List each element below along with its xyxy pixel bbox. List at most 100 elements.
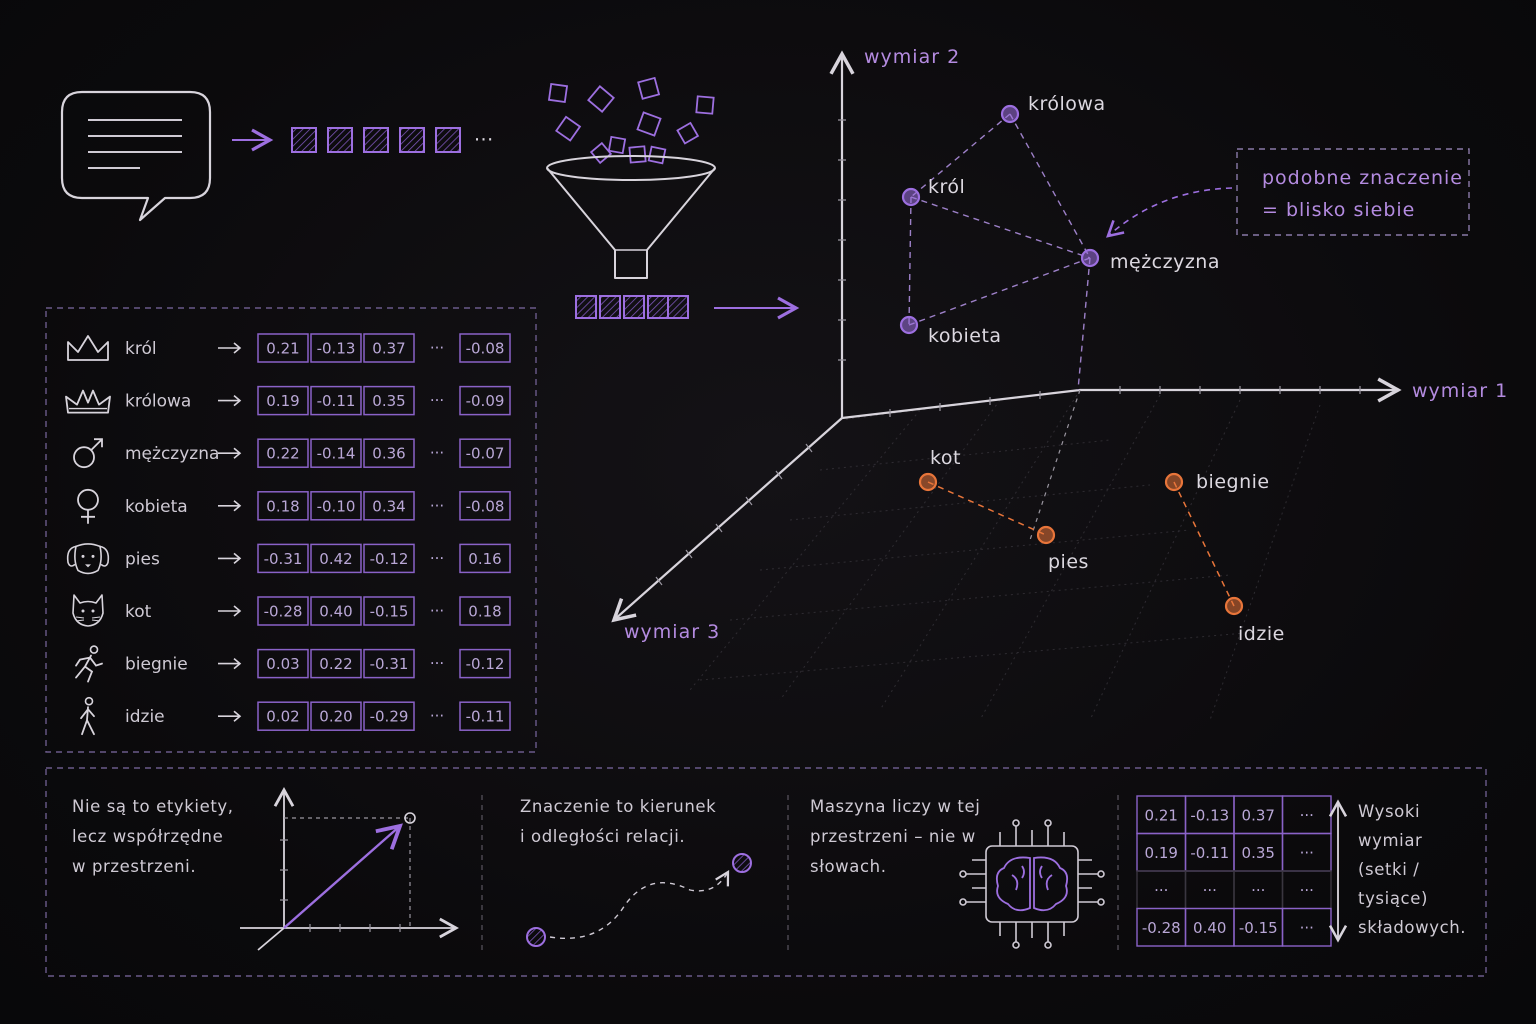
svg-text:tysiące): tysiące) [1358, 889, 1428, 908]
point-label: kobieta [928, 325, 1002, 347]
embedding-word: król [125, 339, 157, 359]
embedding-value: -0.11 [317, 392, 356, 410]
svg-text:(setki /: (setki / [1358, 860, 1419, 879]
relation-lines-orange [927, 481, 1235, 607]
embedding-cell-box [459, 385, 511, 416]
embedding-squares [575, 295, 689, 319]
matrix-value: 0.40 [1193, 919, 1226, 937]
embedding-cell-box [459, 701, 511, 731]
embedding-cell-box [257, 491, 309, 521]
axis-ticks [655, 119, 1361, 586]
embedding-cell-box [257, 543, 309, 574]
embedding-cell-box [257, 701, 309, 731]
embedding-ellipsis: ··· [430, 444, 444, 462]
svg-text:Znaczenie to kierunek: Znaczenie to kierunek [520, 797, 716, 816]
matrix-value: ··· [1300, 881, 1314, 899]
embedding-cell-box [459, 438, 511, 468]
male-symbol-icon [73, 438, 103, 469]
matrix-value: ··· [1300, 806, 1314, 824]
dog-icon [66, 543, 110, 575]
embedding-cell-box [363, 596, 415, 626]
row-arrow [218, 657, 242, 670]
speech-bubble-icon [60, 90, 212, 222]
row-arrow [218, 605, 242, 617]
embedding-cell-box [363, 648, 415, 679]
embedding-value: -0.31 [264, 550, 303, 568]
point-1 [901, 187, 921, 207]
direction-path-icon [526, 853, 752, 947]
embedding-value: -0.08 [466, 497, 505, 515]
embedding-ellipsis: ··· [430, 497, 444, 515]
point-label: król [928, 176, 965, 198]
embedding-value: 0.36 [372, 445, 405, 463]
embedding-cell-box [310, 648, 362, 679]
point-5 [1036, 525, 1056, 545]
svg-text:Nie są to etykiety,: Nie są to etykiety, [72, 797, 234, 816]
matrix-value: -0.15 [1239, 919, 1278, 937]
point-7 [1224, 596, 1244, 616]
female-symbol-icon [77, 488, 99, 524]
footer-text-2: Znaczenie to kierunek i odległości relac… [520, 797, 716, 846]
embedding-value: 0.21 [266, 340, 299, 358]
point-label: pies [1048, 551, 1089, 573]
matrix-value: 0.37 [1242, 806, 1275, 824]
embedding-ellipsis: ··· [430, 602, 444, 620]
matrix-value: ··· [1203, 881, 1217, 899]
matrix-value: -0.13 [1190, 806, 1229, 824]
row-arrow [218, 394, 242, 407]
matrix-value: 0.19 [1145, 844, 1178, 862]
embedding-value: 0.18 [468, 603, 501, 621]
embedding-cell-box [363, 701, 415, 731]
axis-x-label: wymiar 1 [1412, 380, 1508, 402]
row-arrow [218, 500, 242, 512]
embedding-value: -0.29 [370, 708, 409, 726]
embedding-value: 0.16 [468, 550, 501, 568]
embedding-word: królowa [125, 392, 191, 412]
embedding-value: 0.22 [266, 445, 299, 463]
embedding-cell-box [363, 333, 415, 363]
embedding-value: 0.03 [266, 655, 299, 673]
footer-text-1: Nie są to etykiety, lecz współrzędne w p… [72, 797, 234, 876]
axis-z [611, 417, 843, 623]
row-arrow [218, 710, 242, 722]
embedding-value: 0.22 [319, 655, 352, 673]
embedding-cell-box [310, 701, 362, 731]
embedding-word: kot [125, 602, 152, 622]
points-layer: królowakrólmężczyznakobietakotpiesbiegni… [899, 93, 1284, 645]
embedding-value: -0.12 [466, 655, 505, 673]
point-label: biegnie [1196, 471, 1270, 493]
point-6 [1164, 472, 1184, 492]
embedding-word: pies [125, 549, 160, 569]
matrix-value: ··· [1251, 881, 1265, 899]
svg-text:wymiar: wymiar [1358, 831, 1422, 850]
embedding-value: -0.28 [264, 603, 303, 621]
token-ellipsis: ··· [474, 129, 494, 151]
matrix-value: ··· [1154, 881, 1168, 899]
axis-z-label: wymiar 3 [624, 621, 720, 643]
projection-line [1029, 389, 1081, 541]
funnel-icon [546, 76, 716, 279]
embedding-value: -0.11 [466, 708, 505, 726]
point-label: mężczyzna [1110, 251, 1220, 273]
axis-y-label: wymiar 2 [864, 46, 960, 68]
point-label: kot [930, 447, 961, 469]
embedding-value: 0.37 [372, 340, 405, 358]
embedding-cell-box [310, 385, 362, 416]
crown-icon [67, 335, 109, 361]
embedding-cell-box [363, 543, 415, 574]
matrix-value: 0.21 [1145, 806, 1178, 824]
footer-text-4: Wysoki wymiar (setki / tysiące) składowy… [1358, 802, 1466, 937]
svg-text:i odległości relacji.: i odległości relacji. [520, 827, 685, 846]
embedding-table-frame [45, 307, 537, 753]
axis-x [841, 377, 1402, 420]
running-person-icon [75, 645, 103, 683]
